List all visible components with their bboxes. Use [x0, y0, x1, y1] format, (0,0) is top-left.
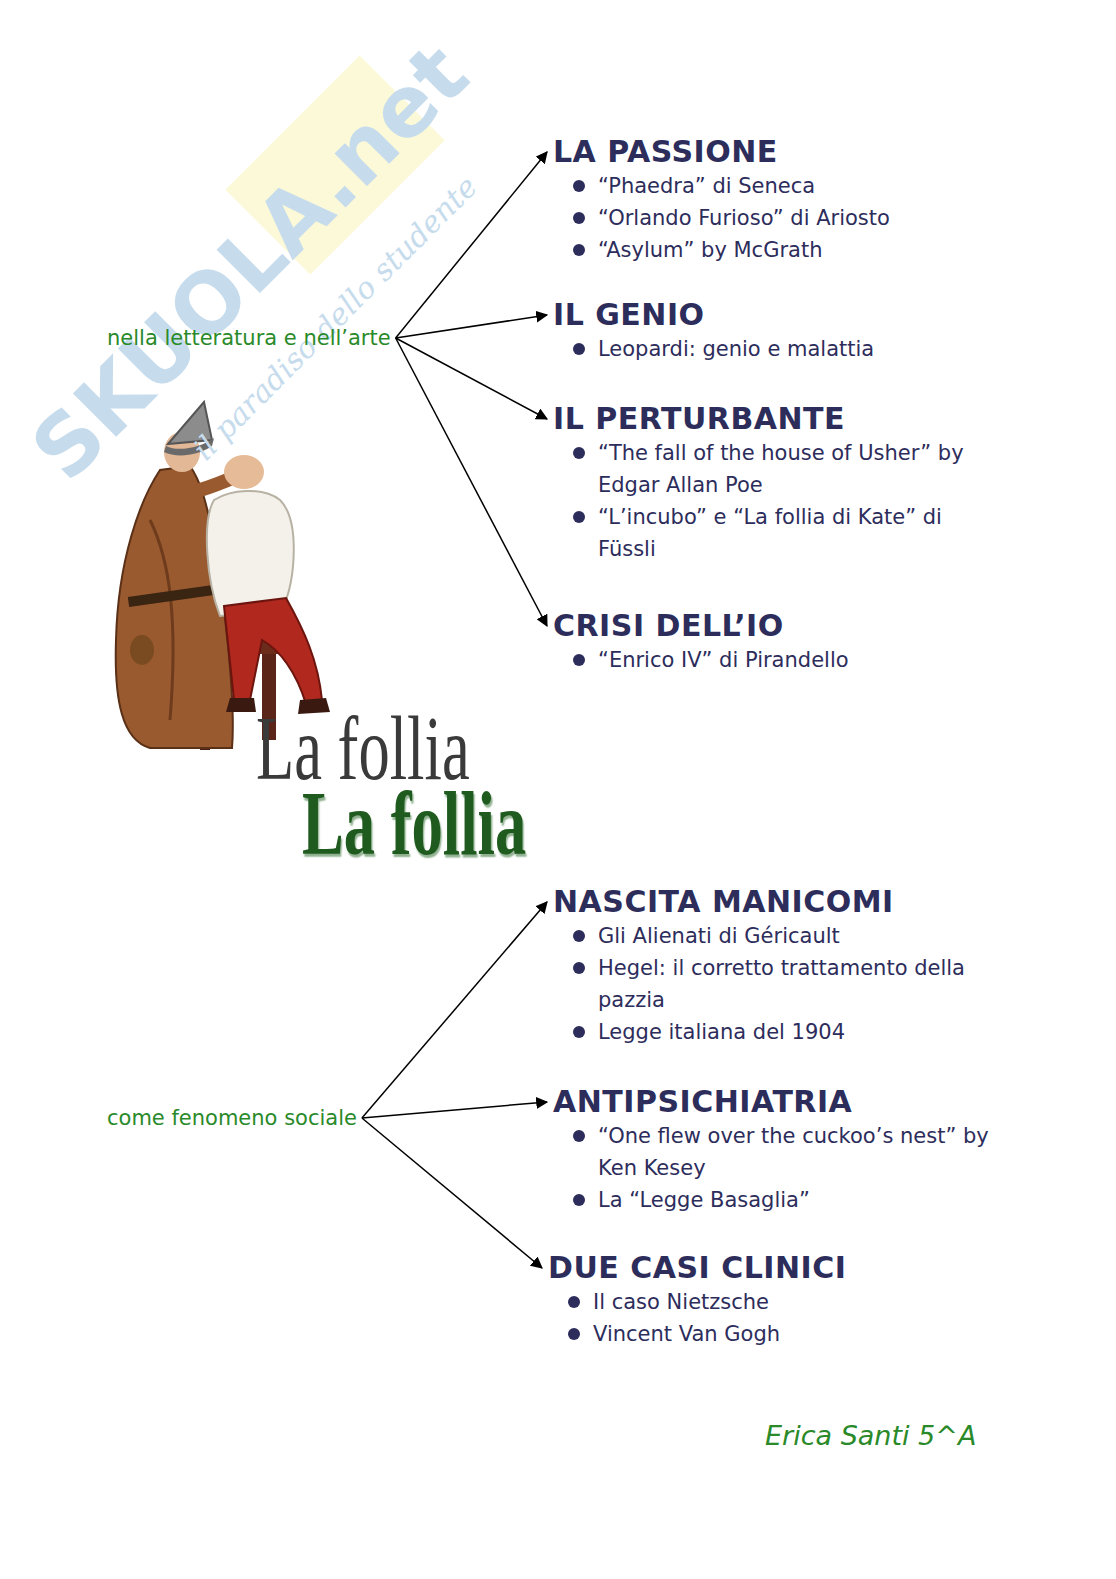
topic-heading: CRISI DELL’IO — [553, 608, 998, 644]
bullet-text: La “Legge Basaglia” — [598, 1184, 998, 1216]
bullet-text: “Enrico IV” di Pirandello — [598, 644, 998, 676]
topic-heading: DUE CASI CLINICI — [548, 1250, 993, 1286]
bullet-row: Il caso Nietzsche — [568, 1286, 993, 1318]
topic-node: ANTIPSICHIATRIA“One flew over the cuckoo… — [553, 1084, 998, 1216]
connector-arrow — [362, 1102, 547, 1118]
bullet-text: “L’incubo” e “La follia di Kate” di Füss… — [598, 501, 998, 565]
bullet-text: Legge italiana del 1904 — [598, 1016, 998, 1048]
bullet-text: “The fall of the house of Usher” by Edga… — [598, 437, 998, 501]
bullet-dot — [573, 244, 585, 256]
bullet-row: “L’incubo” e “La follia di Kate” di Füss… — [573, 501, 998, 565]
bullet-dot — [573, 511, 585, 523]
bullet-dot — [573, 447, 585, 459]
topic-node: LA PASSIONE“Phaedra” di Seneca“Orlando F… — [553, 134, 998, 266]
topic-heading: IL PERTURBANTE — [553, 401, 998, 437]
bullet-text: Vincent Van Gogh — [593, 1318, 993, 1350]
bullet-text: “Orlando Furioso” di Ariosto — [598, 202, 998, 234]
bullet-text: Hegel: il corretto trattamento della paz… — [598, 952, 998, 1016]
bullet-text: Il caso Nietzsche — [593, 1286, 993, 1318]
bullet-row: Vincent Van Gogh — [568, 1318, 993, 1350]
topic-node: IL PERTURBANTE“The fall of the house of … — [553, 401, 998, 565]
topic-heading: NASCITA MANICOMI — [553, 884, 998, 920]
bullet-dot — [573, 1026, 585, 1038]
bullet-text: Leopardi: genio e malattia — [598, 333, 998, 365]
branch-text: come fenomeno sociale — [104, 1104, 360, 1132]
branch-label: come fenomeno sociale — [104, 1104, 360, 1132]
connector-arrow — [362, 902, 547, 1118]
bullet-row: “The fall of the house of Usher” by Edga… — [573, 437, 998, 501]
bullet-text: “Phaedra” di Seneca — [598, 170, 998, 202]
connector-arrow — [396, 338, 547, 419]
topic-node: NASCITA MANICOMIGli Alienati di Géricaul… — [553, 884, 998, 1048]
title: La follia — [256, 695, 470, 801]
bullet-dot — [573, 180, 585, 192]
bullet-dot — [573, 343, 585, 355]
connector-arrow — [396, 315, 547, 338]
branch-text: nella letteratura e nell’arte — [104, 324, 394, 352]
bullet-row: “Enrico IV” di Pirandello — [573, 644, 998, 676]
bullet-dot — [573, 212, 585, 224]
connector-arrow — [396, 338, 547, 626]
bullet-text: “One flew over the cuckoo’s nest” by Ken… — [598, 1120, 998, 1184]
bullet-row: Hegel: il corretto trattamento della paz… — [573, 952, 998, 1016]
connector-arrow — [362, 1118, 542, 1268]
topic-node: CRISI DELL’IO“Enrico IV” di Pirandello — [553, 608, 998, 676]
bullet-row: “Asylum” by McGrath — [573, 234, 998, 266]
bullet-dot — [573, 1194, 585, 1206]
author-label: Erica Santi 5^A — [765, 1420, 976, 1451]
bullet-row: Gli Alienati di Géricault — [573, 920, 998, 952]
branch-label: nella letteratura e nell’arte — [104, 324, 394, 352]
bullet-dot — [568, 1296, 580, 1308]
topic-heading: ANTIPSICHIATRIA — [553, 1084, 998, 1120]
topic-node: IL GENIOLeopardi: genio e malattia — [553, 297, 998, 365]
bullet-row: “Phaedra” di Seneca — [573, 170, 998, 202]
topic-node: DUE CASI CLINICIIl caso NietzscheVincent… — [548, 1250, 993, 1350]
bullet-dot — [573, 962, 585, 974]
bullet-text: Gli Alienati di Géricault — [598, 920, 998, 952]
bullet-dot — [573, 654, 585, 666]
watermark: SKUOLA.net — [13, 25, 487, 499]
bullet-row: La “Legge Basaglia” — [573, 1184, 998, 1216]
bullet-row: “Orlando Furioso” di Ariosto — [573, 202, 998, 234]
topic-heading: LA PASSIONE — [553, 134, 998, 170]
bullet-row: “One flew over the cuckoo’s nest” by Ken… — [573, 1120, 998, 1184]
bullet-dot — [573, 930, 585, 942]
bullet-row: Leopardi: genio e malattia — [573, 333, 998, 365]
bullet-text: “Asylum” by McGrath — [598, 234, 998, 266]
bullet-row: Legge italiana del 1904 — [573, 1016, 998, 1048]
bullet-dot — [568, 1328, 580, 1340]
bullet-dot — [573, 1130, 585, 1142]
topic-heading: IL GENIO — [553, 297, 998, 333]
